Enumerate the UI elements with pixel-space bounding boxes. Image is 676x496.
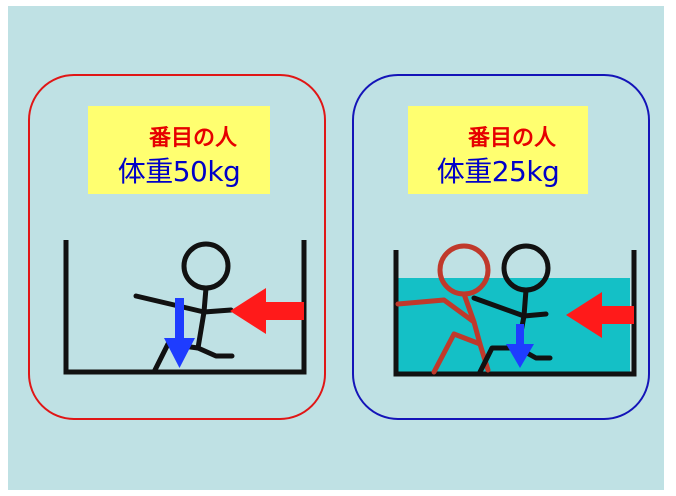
- right-tub-scene: [393, 243, 637, 377]
- left-panel-frame: [28, 74, 326, 420]
- left-order-label: 番目の人: [148, 126, 237, 151]
- red-left-arrow-icon: [230, 288, 304, 334]
- left-tub-scene: [63, 240, 307, 375]
- blue-down-arrow-icon: [164, 298, 195, 368]
- blue-down-arrow-icon: [506, 324, 534, 368]
- slide-background: [8, 6, 664, 490]
- right-weight-label: 体重25kg: [436, 155, 560, 188]
- right-label-box: 番目の人 体重25kg: [408, 106, 588, 194]
- right-order-label: 番目の人: [467, 126, 556, 151]
- red-stick-figure-icon: [395, 243, 491, 375]
- left-label-box: 番目の人 体重50kg: [88, 106, 270, 194]
- left-weight-label: 体重50kg: [117, 155, 241, 188]
- right-panel-frame: [352, 74, 650, 420]
- red-left-arrow-icon: [566, 292, 634, 338]
